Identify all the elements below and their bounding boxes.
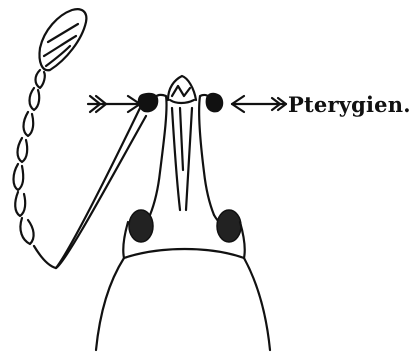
pterygium-right (206, 93, 224, 113)
eye-left (129, 210, 153, 242)
right-pointer-arrow (232, 96, 286, 112)
pterygium-left (138, 93, 159, 113)
left-pointer-arrow (88, 96, 140, 112)
pterygien-label: Pterygien. (288, 92, 411, 117)
head-outline (96, 222, 270, 350)
eye-right (217, 210, 241, 242)
